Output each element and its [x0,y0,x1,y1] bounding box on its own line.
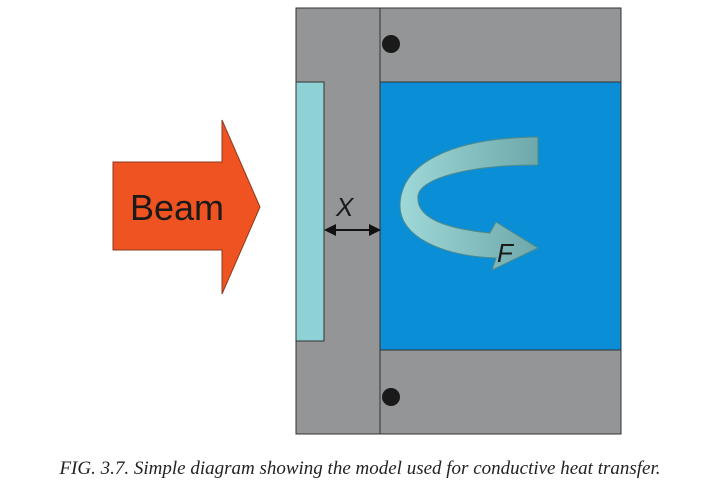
distance-label: X [335,192,355,222]
flow-arrow [399,136,540,271]
target-plate [295,81,325,342]
beam-label: Beam [130,187,224,228]
distance-arrow-left-head [324,224,336,236]
flow-label: F [497,238,515,268]
distance-arrow-right-head [369,224,381,236]
figure-caption: FIG. 3.7. Simple diagram showing the mod… [59,458,661,479]
beam-arrow [112,119,261,295]
conductive-heat-transfer-diagram: Beam X F [112,7,622,435]
top-bolt [382,35,400,53]
bottom-bolt [382,388,400,406]
